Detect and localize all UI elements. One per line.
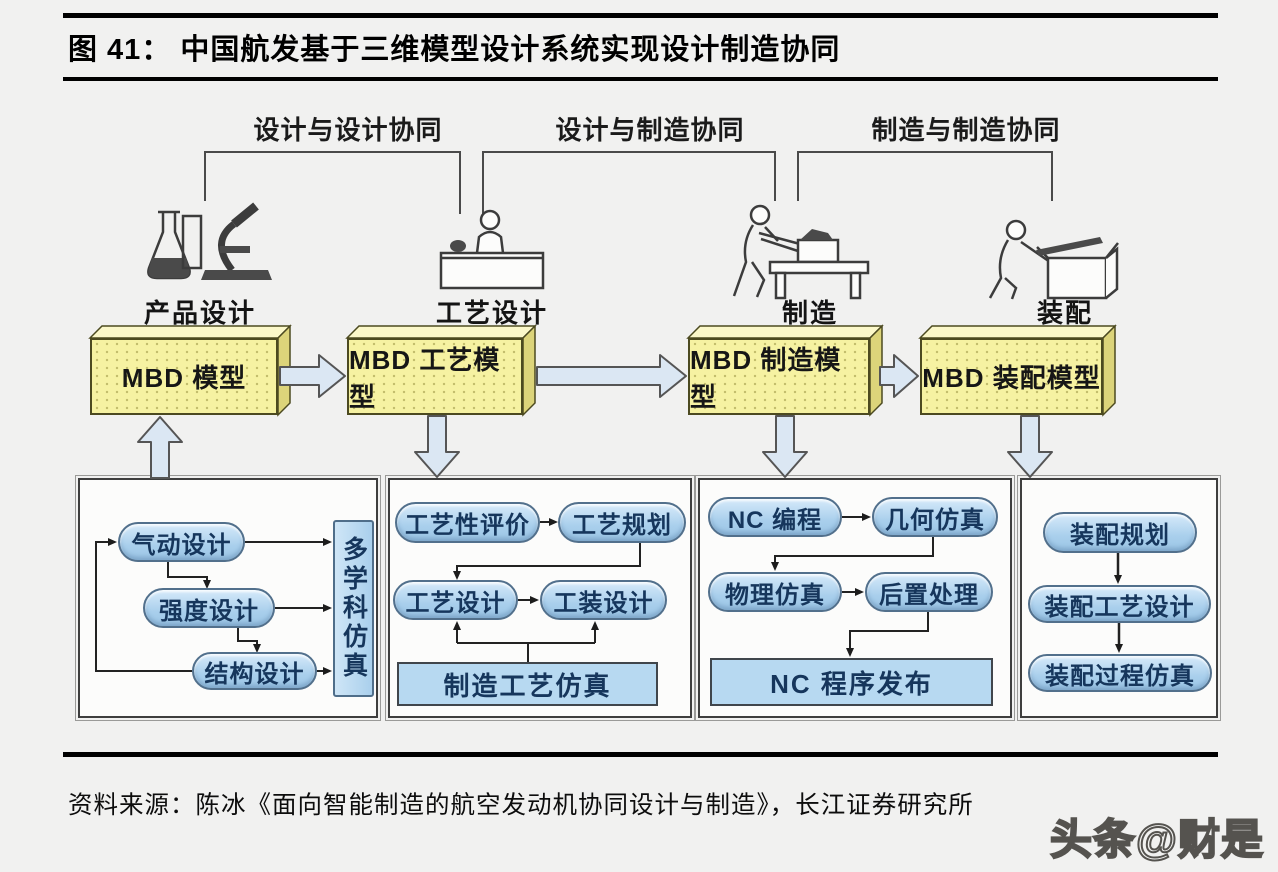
arrow-design-panel-to-mbd-model [137,416,183,479]
arrow-mbd-manufacturing-to-assembly [879,354,919,398]
top-rule [63,13,1218,18]
figure-title: 图 41： 中国航发基于三维模型设计系统实现设计制造协同 [68,34,841,66]
bottom-rule [63,752,1218,757]
pill-process-planning: 工艺规划 [558,502,686,543]
mbd-manufacturing-model-box: MBD 制造模型 [688,338,870,415]
pill-tooling-design: 工装设计 [540,580,667,620]
stage-label-process-design: 工艺设计 [435,298,548,328]
collab-label-design-manufacturing: 设计与制造协同 [555,115,745,145]
pill-strength-design: 强度设计 [143,588,275,628]
design-manufacturing-bracket [482,151,776,214]
pill-manufacturability-evaluation: 工艺性评价 [395,502,540,543]
engineer-workbench-icon [439,209,545,290]
worker-crate-icon [988,219,1119,300]
pill-physics-simulation: 物理仿真 [708,572,842,612]
manufacturing-manufacturing-bracket [797,151,1053,201]
design-design-bracket [204,151,461,214]
arrow-mbd-process-to-manufacturing [536,354,687,398]
flask-microscope-icon [147,202,272,280]
stage-label-product-design: 产品设计 [143,298,256,328]
nc-program-release-box: NC 程序发布 [710,658,993,706]
manufacturing-process-simulation-box: 制造工艺仿真 [397,662,658,706]
pill-nc-programming: NC 编程 [708,497,842,537]
pill-aerodynamic-design: 气动设计 [118,522,245,562]
mbd-assembly-model-box: MBD 装配模型 [920,338,1103,415]
pill-assembly-planning: 装配规划 [1043,512,1197,553]
mbd-model-box: MBD 模型 [90,338,278,415]
pill-assembly-process-design: 装配工艺设计 [1028,585,1211,623]
collab-label-manufacturing-manufacturing: 制造与制造协同 [871,115,1061,145]
worker-machine-icon [732,204,870,300]
pill-structure-design: 结构设计 [192,652,317,690]
stage-label-assembly: 装配 [1036,298,1093,328]
multidiscipline-simulation-box: 多学科仿真 [333,520,374,697]
pill-geometry-simulation: 几何仿真 [872,497,998,537]
collab-label-design-design: 设计与设计协同 [253,115,443,145]
title-underline-rule [63,77,1218,81]
pill-process-design: 工艺设计 [393,580,518,620]
source-note: 资料来源：陈冰《面向智能制造的航空发动机协同设计与制造》，长江证券研究所 [68,792,974,819]
watermark: 头条@财是 [1049,815,1264,864]
pill-assembly-process-simulation: 装配过程仿真 [1028,654,1212,692]
arrow-mbd-process-to-panel [414,415,460,478]
arrow-mbd-assembly-to-panel [1007,415,1053,478]
arrow-mbd-manufacturing-to-panel [762,415,808,478]
pill-post-processing: 后置处理 [865,572,993,612]
stage-label-manufacturing: 制造 [781,298,838,328]
arrow-mbd-model-to-process [279,354,346,398]
mbd-process-model-box: MBD 工艺模型 [347,338,523,415]
